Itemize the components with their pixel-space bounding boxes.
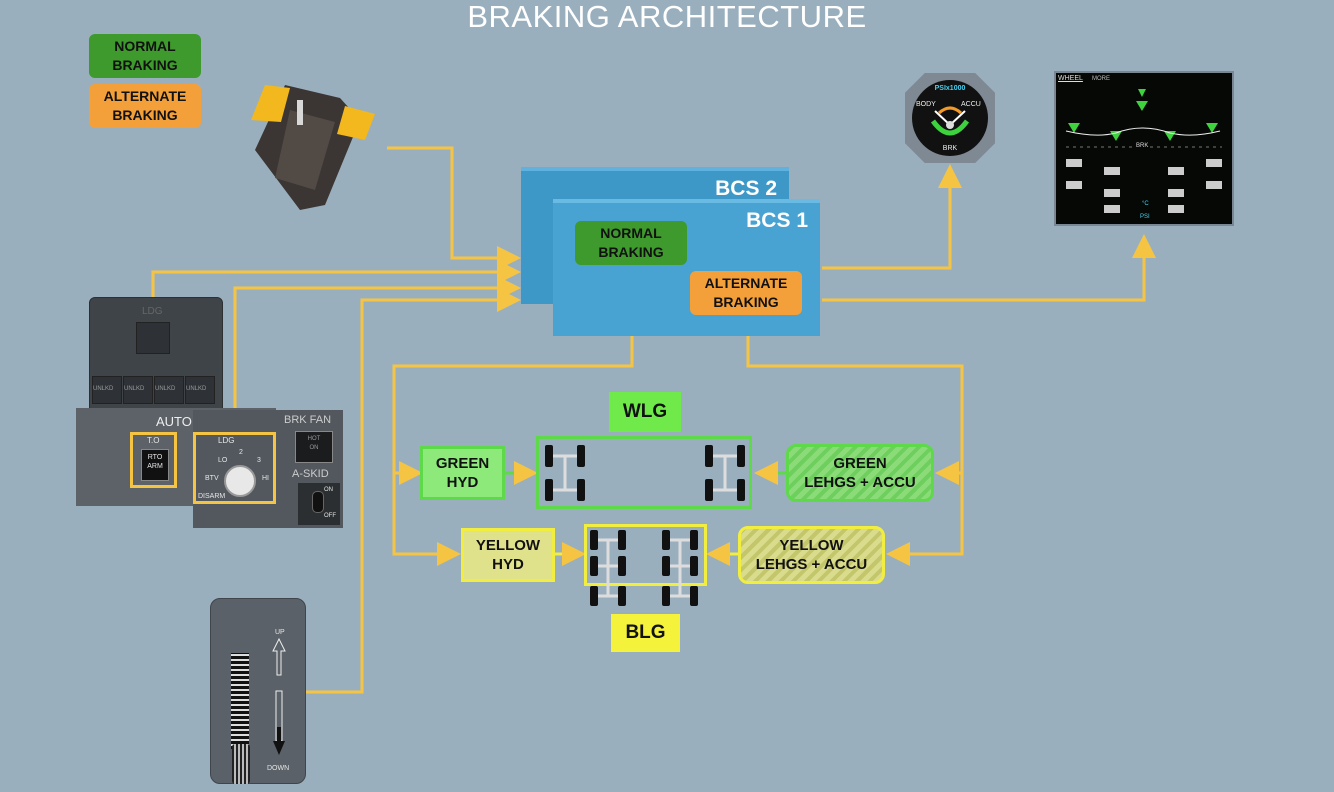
legend-alternate-braking: ALTERNATE BRAKING [89,84,201,128]
bcs-to-ecam-line [822,234,1156,302]
wlg-bogies-icon [545,445,745,501]
pedals-line [387,146,521,270]
bcs-alternate-braking: ALTERNATE BRAKING [690,271,802,315]
gear-indicator-4: UNLKD [185,376,215,404]
gear-up-label: UP [275,629,285,636]
gauge-needles-icon [930,106,970,136]
ecam-brk-label: BRK [1134,143,1151,149]
skid-off-label: OFF [324,513,336,519]
ecam-gear-schematic-icon [1065,89,1222,213]
gear-lever-track [231,653,249,749]
yellow-lehgs-accu-box: YELLOW LEHGS + ACCU [738,526,885,584]
blg-bogies-icon [590,530,698,606]
ecam-wheel-title: WHEEL [1058,75,1083,82]
blg-wheels-box [584,524,707,586]
skid-on-label: ON [324,487,333,493]
bcs-to-gauge-line [822,164,962,270]
gear-direction-arrows-icon [272,637,286,755]
gauge-brk-label: BRK [942,145,958,152]
brake-gauge: PSIx1000 BODY ACCU BRK [905,73,995,163]
a-skid-switch-area: ON OFF [298,483,340,525]
bcs1-label: BCS 1 [746,209,808,232]
nose-gear-indicator [136,322,170,354]
hi-label: HI [262,475,269,482]
three-label: 3 [257,457,261,464]
gauge-accu-label: ACCU [961,101,981,108]
lo-label: LO [218,457,228,464]
alternate-to-lehgs-line [746,332,964,566]
ldg-label: LDG [218,436,235,445]
legend-normal-braking: NORMAL BRAKING [89,34,201,78]
bcs-normal-braking: NORMAL BRAKING [575,221,687,265]
ecam-psi-label: PSI [1140,214,1150,220]
to-button-highlight: T.O RTO ARM [130,432,177,488]
yellow-hyd-box: YELLOW HYD [461,528,555,582]
wlg-wheels-box [536,436,752,509]
gauge-psi-label: PSIx1000 [934,85,966,92]
gear-lever-handle[interactable] [232,744,250,784]
wlg-label: WLG [609,392,681,432]
gauge-body-label: BODY [916,101,936,108]
green-hyd-box: GREEN HYD [420,446,505,500]
ldg-gear-indicator-panel: LDG UNLKD UNLKD UNLKD UNLKD [89,297,223,410]
gear-down-label: DOWN [267,765,290,772]
rto-arm-button[interactable]: RTO ARM [141,449,169,481]
normal-to-hyd-line [392,332,634,566]
autobrk-ldg-line [233,276,521,432]
gear-lever-panel: UP DOWN [210,598,306,784]
ecam-wheel-page: WHEEL MORE BRK °C PSI [1054,71,1234,226]
brk-fan-label: BRK FAN [284,414,332,426]
ldg-header-label: LDG [142,306,163,317]
ecam-unit-label: °C [1142,201,1149,207]
brake-pedals-image [251,85,375,210]
gear-indicator-3: UNLKD [154,376,184,404]
disarm-label: DISARM [198,493,226,500]
btv-label: BTV [205,475,219,482]
gear-indicator-1: UNLKD [92,376,122,404]
bcs1-box: BCS 1 NORMAL BRAKING ALTERNATE BRAKING [553,199,820,336]
gear-indicator-2: UNLKD [123,376,153,404]
autobrk-knob[interactable] [224,465,256,497]
two-label: 2 [239,449,243,456]
blg-label: BLG [611,614,680,652]
diagram-title: BRAKING ARCHITECTURE [467,0,867,34]
a-skid-switch[interactable] [312,491,324,513]
to-label: T.O [147,436,160,445]
green-lehgs-accu-box: GREEN LEHGS + ACCU [786,444,934,502]
brk-fan-button[interactable]: HOT ON [295,431,333,463]
ecam-more-label: MORE [1092,76,1110,82]
ldg-selector-highlight: LDG LO 2 3 BTV HI DISARM [193,432,276,504]
bcs2-label: BCS 2 [715,177,777,200]
a-skid-label: A-SKID [292,468,329,480]
gear-lever-line [306,288,521,694]
